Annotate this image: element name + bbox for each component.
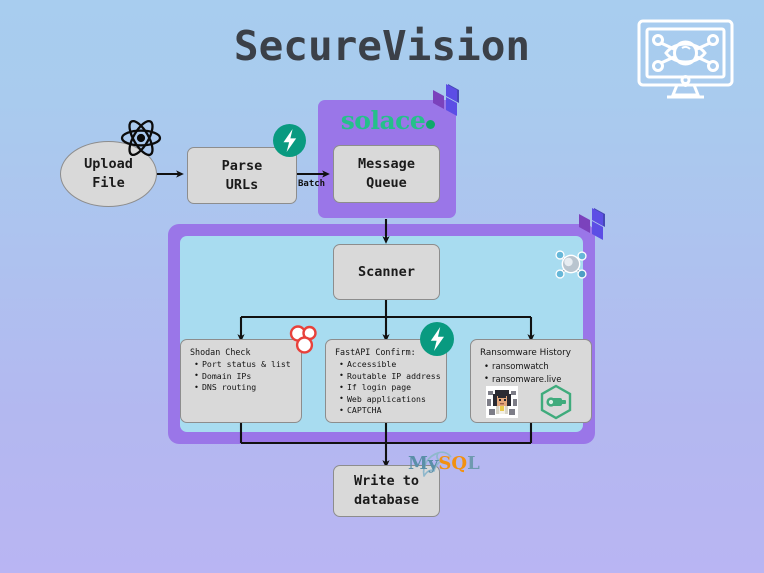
node-upload-file-line2: File xyxy=(92,175,125,191)
solace-wordmark: solace xyxy=(327,108,449,134)
list-item: Web applications xyxy=(339,393,438,405)
node-write-db-line2: database xyxy=(353,492,420,508)
react-atom-icon xyxy=(120,118,162,162)
list-item: Accessible xyxy=(339,359,438,371)
node-upload-file-line1: Upload xyxy=(84,156,133,172)
node-upload-file[interactable]: Upload File xyxy=(60,141,157,207)
monitor-eye-network-icon xyxy=(633,18,738,105)
list-item: DNS routing xyxy=(194,382,293,394)
list-item: ransomware.live xyxy=(484,372,583,385)
list-item: If login page xyxy=(339,382,438,394)
terraform-icon xyxy=(578,208,612,250)
fastapi-lightning-icon xyxy=(420,322,454,356)
check-box-ransomware-title: Ransomware History xyxy=(480,348,571,358)
solace-logo-text: solace xyxy=(340,106,426,135)
list-item: Domain IPs xyxy=(194,370,293,382)
mysql-my: My xyxy=(408,453,439,474)
node-write-db-line1: Write to xyxy=(353,473,420,489)
mysql-wordmark: MySQL xyxy=(408,455,480,473)
node-parse-urls-line1: Parse xyxy=(221,157,263,174)
solace-logo-dot xyxy=(426,120,436,129)
edge-label-batch: Batch xyxy=(298,179,326,189)
node-scanner[interactable]: Scanner xyxy=(333,244,440,300)
ransomware-live-hexagon-icon xyxy=(538,384,574,424)
list-item: Routable IP address xyxy=(339,370,441,382)
check-box-fastapi-list: Accessible Routable IP address If login … xyxy=(335,359,441,417)
check-box-shodan-list: Port status & list Domain IPs DNS routin… xyxy=(190,359,293,394)
node-parse-urls-line2: URLs xyxy=(225,176,259,193)
list-item: ransomwatch xyxy=(484,360,583,373)
mysql-sq: SQ xyxy=(438,453,468,474)
node-message-queue-line1: Message xyxy=(358,156,415,172)
check-box-shodan[interactable]: Shodan Check Port status & list Domain I… xyxy=(180,339,302,423)
page-title: SecureVision xyxy=(233,22,531,70)
check-box-fastapi-title: FastAPI Confirm: xyxy=(335,347,416,357)
terraform-icon xyxy=(432,84,466,126)
node-parse-urls[interactable]: Parse URLs xyxy=(187,147,297,204)
mysql-l: L xyxy=(467,453,480,474)
celery-molecule-icon xyxy=(551,245,591,289)
check-box-ransomware-list: ransomwatch ransomware.live xyxy=(480,360,583,385)
node-message-queue-line2: Queue xyxy=(366,175,407,191)
node-scanner-label: Scanner xyxy=(358,263,415,280)
list-item: CAPTCHA xyxy=(339,405,438,417)
ransomwatch-avatar-icon xyxy=(486,386,518,422)
node-write-to-database[interactable]: Write to database xyxy=(333,465,440,517)
check-box-shodan-title: Shodan Check xyxy=(190,347,251,357)
fastapi-lightning-icon xyxy=(273,124,306,157)
mysql-dolphin-icon xyxy=(418,448,464,486)
shodan-circles-icon xyxy=(288,325,320,359)
list-item: Port status & list xyxy=(194,359,293,371)
check-box-fastapi[interactable]: FastAPI Confirm: Accessible Routable IP … xyxy=(325,339,447,423)
node-message-queue[interactable]: Message Queue xyxy=(333,145,440,203)
